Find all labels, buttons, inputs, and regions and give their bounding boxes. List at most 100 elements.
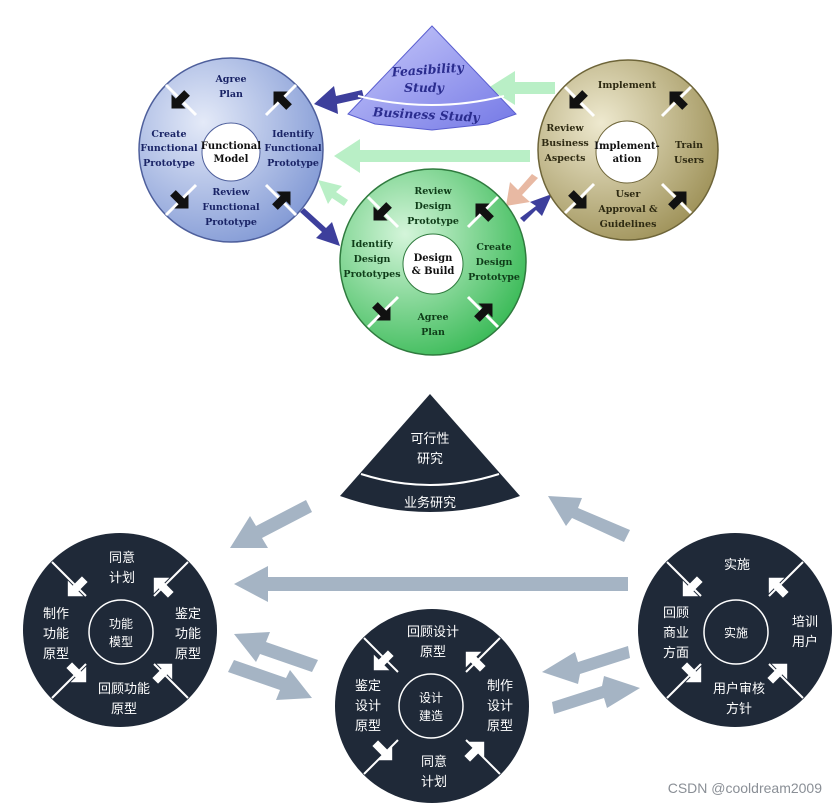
watermark-text: CSDN @cooldream2009: [668, 780, 822, 796]
design-left-1-cn: 鉴定: [355, 679, 381, 694]
arrow-implementation-to-functional: [334, 139, 530, 173]
cycle-arrow-icon: [568, 190, 587, 209]
functional-right-3-cn: 原型: [175, 647, 201, 662]
functional-right-2-cn: 功能: [175, 627, 201, 642]
design-bottom-1: Agree: [416, 312, 448, 323]
functional-center-1: Functional: [201, 141, 261, 152]
pyramid-label-line2-cn: 研究: [417, 452, 443, 467]
design-right-2-cn: 设计: [487, 699, 513, 714]
design-center-2-cn: 建造: [419, 709, 443, 723]
design-right-3: Prototype: [468, 272, 520, 283]
cycle-arrow-icon: [373, 650, 394, 671]
implementation-left-3: Aspects: [544, 153, 586, 164]
cycle-arrow-icon: [682, 576, 703, 597]
functional-top-1: Agree: [214, 74, 246, 85]
implementation-right-1: Train: [675, 140, 703, 151]
cycle-arrow-icon: [153, 577, 174, 598]
functional-left-1-cn: 制作: [43, 607, 69, 622]
arrow-design-to-functional-cn: [234, 632, 318, 672]
design-right-1: Create: [476, 242, 511, 253]
arrow-design-to-implementation-cn: [552, 676, 640, 714]
bottom-connector-arrows: [228, 496, 640, 714]
feasibility-pyramid-cn: 可行性 研究 业务研究: [340, 394, 520, 512]
cycle-arrow-icon: [768, 577, 789, 598]
design-right-2: Design: [476, 257, 513, 268]
functional-center-2: Model: [214, 154, 249, 165]
functional-top-2-cn: 计划: [109, 571, 135, 586]
arrow-implementation-to-functional-cn: [234, 566, 628, 602]
arrow-functional-to-design: [300, 208, 340, 246]
design-build-wheel: Design & Build Review Design Prototype C…: [339, 168, 527, 356]
design-top-2: Design: [415, 201, 452, 212]
cycle-arrow-icon: [272, 191, 291, 210]
functional-left-2-cn: 功能: [43, 627, 69, 642]
design-center-1: Design: [414, 253, 453, 264]
implementation-top-cn: 实施: [724, 558, 750, 573]
functional-bottom-1-cn: 回顾功能: [98, 682, 150, 697]
design-left-1: Identify: [351, 239, 393, 250]
cycle-arrow-icon: [669, 91, 688, 110]
functional-right-3: Prototype: [267, 158, 319, 169]
design-right-3-cn: 原型: [487, 719, 513, 734]
design-bottom-2-cn: 计划: [421, 775, 447, 790]
implementation-left-3-cn: 方面: [663, 645, 689, 661]
implementation-center-1: Implement-: [594, 141, 659, 152]
design-center-2: & Build: [412, 266, 455, 277]
functional-left-3-cn: 原型: [43, 647, 69, 662]
implementation-left-2-cn: 商业: [663, 626, 689, 641]
cycle-arrow-icon: [668, 191, 687, 210]
functional-center-2-cn: 模型: [109, 635, 133, 649]
implementation-left-2: Business: [541, 138, 589, 149]
functional-bottom-1: Review: [212, 187, 250, 198]
cycle-arrow-icon: [66, 662, 87, 683]
implementation-left-1-cn: 回顾: [663, 606, 689, 621]
arrow-pyramid-to-functional: [314, 86, 364, 114]
cycle-arrow-icon: [373, 202, 392, 221]
arrow-design-to-implementation: [520, 194, 552, 222]
implementation-top-1: Implement: [598, 80, 657, 91]
functional-top-1-cn: 同意: [109, 550, 135, 566]
cycle-arrow-icon: [569, 90, 588, 109]
functional-right-1: Identify: [272, 129, 314, 140]
arrow-functional-to-design-cn: [228, 660, 312, 700]
cycle-arrow-icon: [372, 302, 391, 321]
functional-left-3: Prototype: [143, 158, 195, 169]
arrow-implementation-to-design-cn: [542, 646, 630, 684]
design-right-1-cn: 制作: [487, 679, 513, 694]
functional-right-2: Functional: [264, 143, 322, 154]
design-left-2-cn: 设计: [355, 699, 381, 714]
implementation-wheel-cn: 实施 实施 培训 用户 用户审核 方针 回顾 商业 方面: [638, 533, 832, 727]
design-bottom-2: Plan: [421, 327, 445, 338]
implementation-center-2: ation: [613, 154, 643, 165]
design-bottom-1-cn: 同意: [421, 754, 447, 770]
bottom-diagram: 可行性 研究 业务研究 功能 模型 同意 计划 鉴定: [23, 394, 832, 803]
functional-bottom-3: Prototype: [205, 217, 257, 228]
design-center-1-cn: 设计: [419, 691, 443, 705]
implementation-right-1-cn: 培训: [792, 614, 818, 630]
cycle-arrow-icon: [767, 663, 788, 684]
design-left-3: Prototypes: [343, 269, 400, 280]
functional-right-1-cn: 鉴定: [175, 607, 201, 622]
arrow-implementation-to-pyramid: [488, 71, 555, 105]
feasibility-pyramid: Feasibility Study Business Study: [347, 25, 517, 131]
top-diagram: Feasibility Study Business Study Functio…: [138, 25, 719, 356]
cycle-arrow-icon: [372, 740, 393, 761]
implementation-bottom-2-cn: 方针: [726, 701, 752, 717]
implementation-bottom-1: User: [616, 189, 642, 200]
design-left-3-cn: 原型: [355, 719, 381, 734]
design-top-3: Prototype: [407, 216, 459, 227]
pyramid-base-label-cn: 业务研究: [404, 495, 456, 511]
cycle-arrow-icon: [465, 651, 486, 672]
arrow-pyramid-to-functional-cn: [230, 500, 312, 548]
implementation-left-1: Review: [546, 123, 584, 134]
implementation-right-2: Users: [674, 155, 704, 166]
design-top-1-cn: 回顾设计: [407, 625, 459, 640]
arrow-design-to-functional: [318, 180, 348, 206]
design-build-wheel-cn: 设计 建造 回顾设计 原型 制作 设计 原型 同意 计划 鉴定 设计 原型: [335, 609, 529, 803]
functional-model-wheel-cn: 功能 模型 同意 计划 鉴定 功能 原型 回顾功能 原型 制作 功能 原型: [23, 533, 217, 727]
functional-top-2: Plan: [219, 89, 243, 100]
functional-left-1: Create: [151, 129, 186, 140]
cycle-arrow-icon: [475, 203, 494, 222]
functional-center-1-cn: 功能: [109, 617, 133, 631]
